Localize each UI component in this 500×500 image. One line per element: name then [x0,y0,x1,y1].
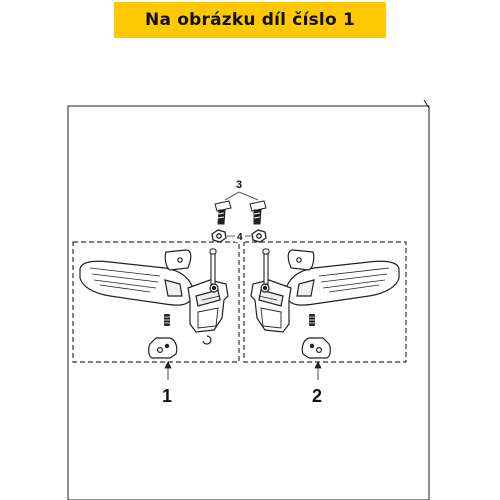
right-pin [262,248,270,285]
left-detent-plate [148,337,178,359]
left-pin [209,248,217,285]
bolt-right [249,200,267,225]
callout-1: 1 [162,386,172,406]
bolt-left [214,200,232,225]
right-tab-plate [287,249,315,271]
left-spring [164,314,170,326]
callout-2: 2 [312,386,322,406]
right-bracket [250,279,292,333]
left-bracket [187,279,229,333]
callout-1-leader [164,361,172,380]
frame-corner-mark [423,99,430,109]
nut-right [251,229,267,243]
left-tab-plate [164,249,192,271]
banner-title: Na obrázku díl číslo 1 [145,10,355,30]
right-detent-plate [301,337,331,359]
title-banner: Na obrázku díl číslo 1 [114,2,386,38]
diagram-frame [67,105,430,500]
callout-2-leader [314,361,322,380]
callout-3: 3 [236,179,242,191]
left-footrest-peg [79,260,193,306]
callout-4: 4 [237,232,243,243]
right-assembly-box [243,241,407,363]
callout-3-leader [224,191,259,201]
nut-left [211,229,227,243]
right-footrest-peg [286,260,400,306]
left-assembly-box [72,241,240,363]
left-e-clip [202,335,212,345]
right-spring [309,314,315,326]
